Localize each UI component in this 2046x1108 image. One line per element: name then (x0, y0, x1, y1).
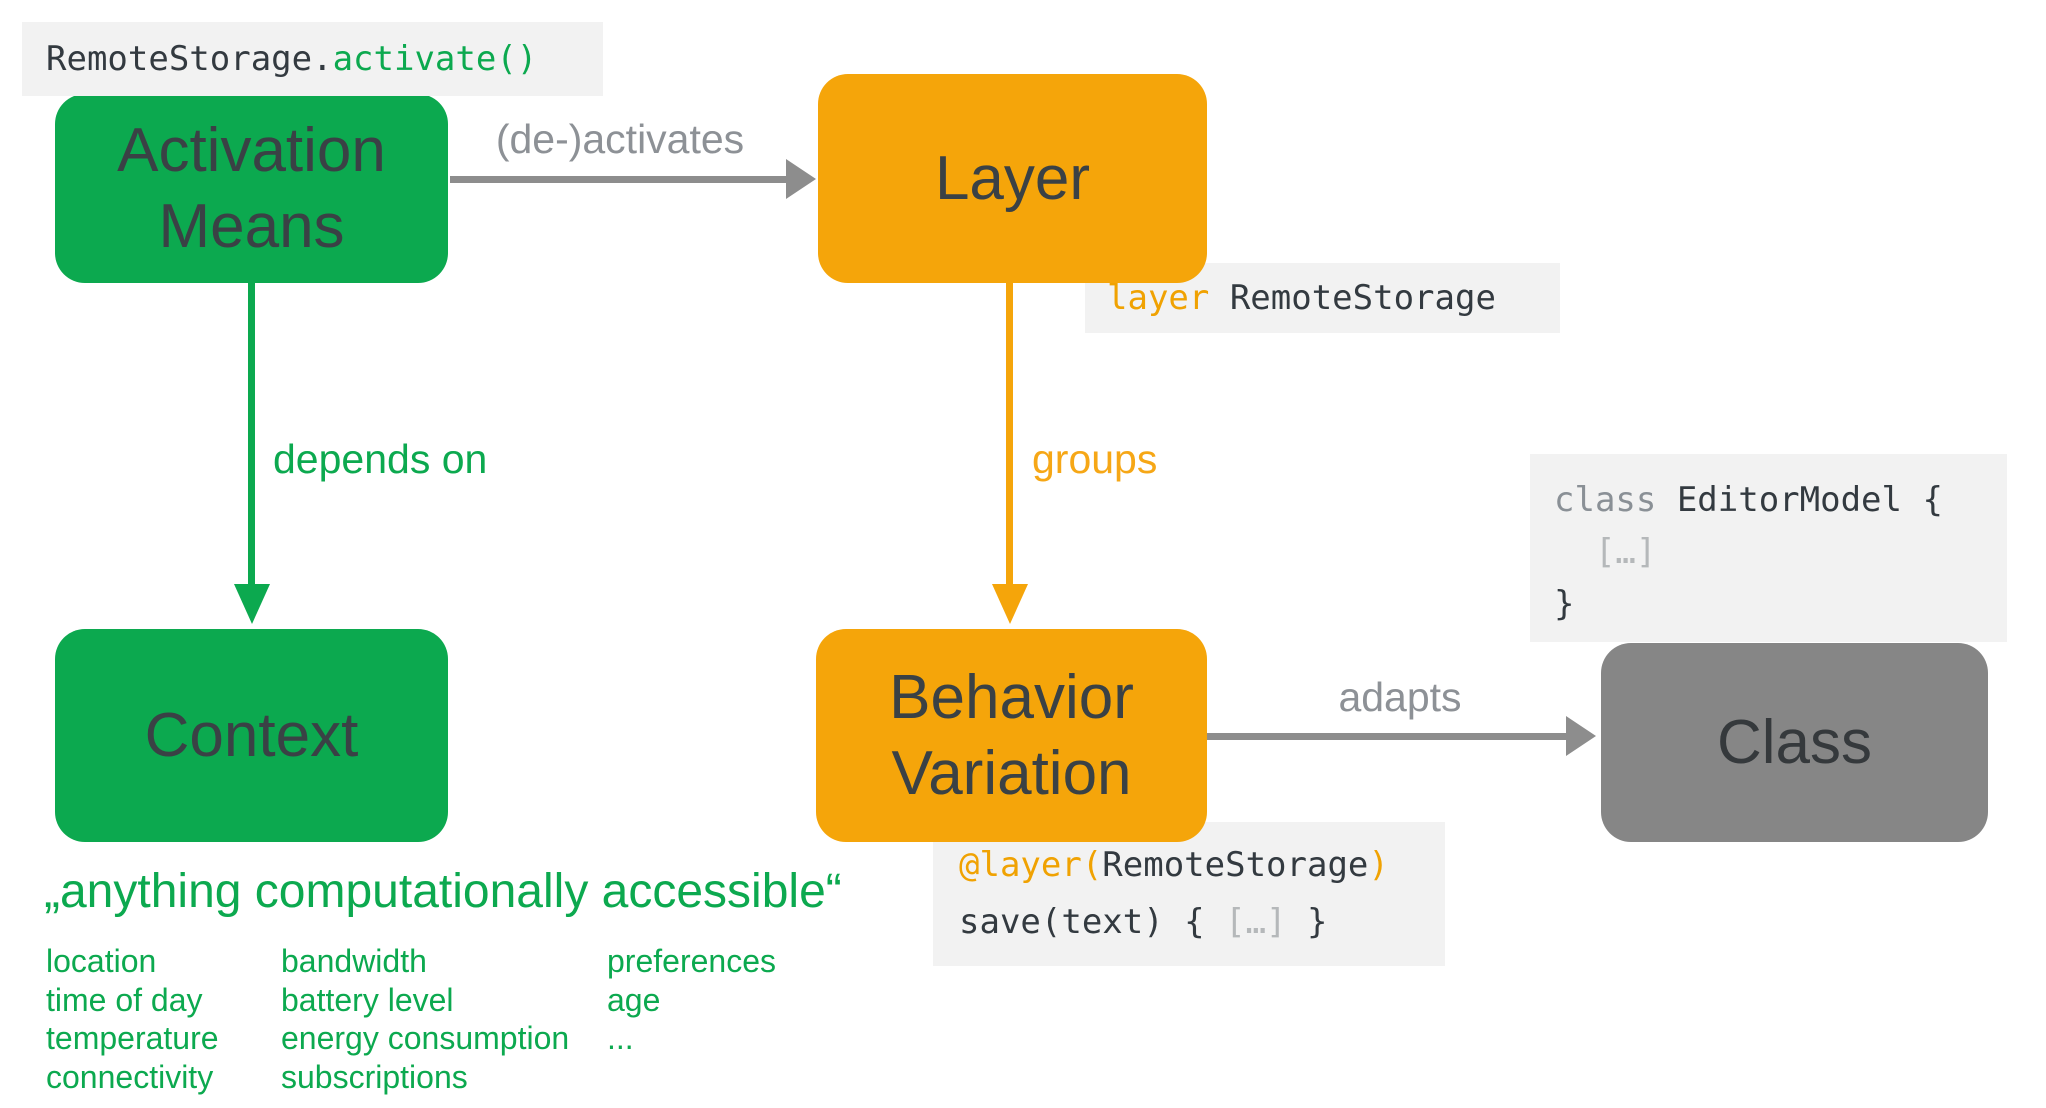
code-class-keyword: class (1554, 480, 1657, 520)
edge-label-depends-on: depends on (273, 436, 488, 482)
node-behavior-variation-label-line2: Variation (891, 738, 1132, 808)
code-label-class-declaration: class EditorModel { […]} (1530, 454, 2007, 642)
node-class-label: Class (1716, 707, 1873, 777)
code-annotation-arg: RemoteStorage (1102, 845, 1369, 885)
node-behavior-variation: Behavior Variation (816, 629, 1207, 842)
node-context-label: Context (144, 700, 359, 770)
code-class-name: EditorModel { (1656, 480, 1943, 520)
context-example: battery level (281, 981, 454, 1018)
node-activation-means-label-line1: Activation (117, 115, 386, 185)
arrow-adapts-line (1207, 733, 1568, 740)
arrow-deactivates-line (450, 176, 788, 183)
edge-label-adapts: adapts (1338, 674, 1462, 720)
edge-label-groups: groups (1032, 436, 1158, 482)
node-layer: Layer (818, 74, 1207, 283)
arrow-groups-head-icon (992, 584, 1028, 624)
context-examples-column-1: location time of day temperature connect… (46, 942, 219, 1096)
code-annotation-close: ) (1368, 845, 1389, 885)
node-context: Context (55, 629, 448, 842)
node-layer-label: Layer (934, 143, 1091, 213)
context-example: connectivity (46, 1058, 214, 1095)
code-class-closing-brace: } (1554, 584, 1575, 624)
context-examples-column-3: preferences age ... (607, 942, 776, 1058)
code-activate-method: activate() (332, 39, 538, 79)
context-example: time of day (46, 981, 203, 1018)
context-example: preferences (607, 943, 776, 979)
code-layer-keyword: layer (1107, 278, 1210, 318)
code-annotation-line2: save(text) { […] } (959, 894, 1389, 951)
context-example: temperature (46, 1020, 219, 1056)
context-example: age (607, 981, 661, 1018)
arrow-adapts-head-icon (1566, 716, 1596, 756)
code-layer-name: RemoteStorage (1209, 278, 1496, 318)
code-annotation-line1: @layer(RemoteStorage) (959, 837, 1389, 894)
node-activation-means: Activation Means (55, 94, 448, 283)
context-example: bandwidth (281, 943, 427, 979)
code-class-line1: class EditorModel { (1554, 474, 2007, 526)
node-behavior-variation-label-line1: Behavior (889, 662, 1134, 732)
context-example: location (46, 943, 157, 979)
code-label-layer-declaration: layer RemoteStorage (1085, 263, 1560, 333)
code-class-body-ellipsis: […] (1554, 532, 1657, 572)
code-label-layer-annotation: @layer(RemoteStorage)save(text) { […] } (933, 822, 1445, 966)
context-quote: „anything computationally accessible“ (44, 865, 842, 918)
edge-label-deactivates: (de-)activates (495, 116, 745, 162)
context-example: ... (607, 1020, 634, 1056)
arrow-depends-on-head-icon (234, 584, 270, 624)
context-example: energy consumption (281, 1020, 570, 1056)
code-save-body-ellipsis: […] (1225, 902, 1287, 942)
node-class: Class (1601, 643, 1988, 842)
code-save-signature: save(text) { (959, 902, 1226, 942)
code-activate-object: RemoteStorage. (46, 39, 333, 79)
code-annotation-open: @layer( (959, 845, 1103, 885)
arrow-depends-on-line (248, 283, 255, 584)
arrow-deactivates-head-icon (786, 159, 816, 199)
context-example: subscriptions (281, 1058, 468, 1095)
node-activation-means-label-line2: Means (158, 191, 345, 261)
code-save-closing-brace: } (1286, 902, 1328, 942)
code-label-activate-call: RemoteStorage.activate() (22, 22, 604, 96)
context-examples-column-2: bandwidth battery level energy consumpti… (281, 942, 569, 1096)
arrow-groups-line (1006, 283, 1013, 584)
